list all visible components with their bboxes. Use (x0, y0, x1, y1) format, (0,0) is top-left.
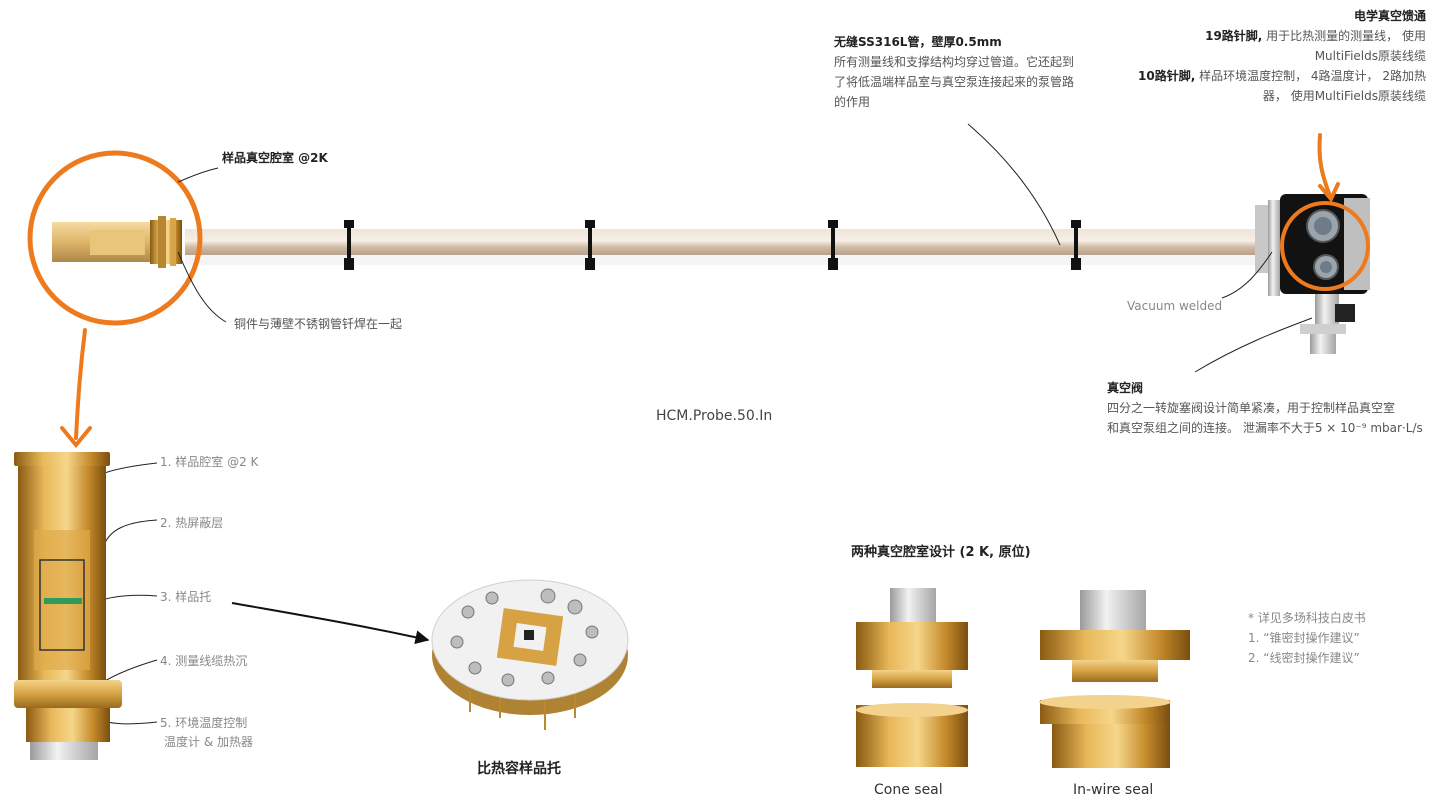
seal-title: 两种真空腔室设计 (2 K, 原位) (851, 545, 1031, 560)
probe-head-render (1255, 194, 1370, 354)
braze-label: 铜件与薄壁不锈钢管钎焊在一起 (234, 317, 403, 331)
cone-seal-render (856, 588, 968, 767)
tube-spacers (344, 220, 1081, 270)
cone-seal-label: Cone seal (874, 782, 943, 798)
feedthrough-line4: 器， 使用MultiFields原装线缆 (1262, 89, 1426, 103)
inwire-seal-label: In-wire seal (1073, 782, 1154, 798)
probe-tube (185, 229, 1265, 265)
chamber-highlight-circle (27, 150, 203, 326)
feedthrough-line2: MultiFields原装线缆 (1314, 49, 1426, 63)
tube-note-line3: 的作用 (834, 95, 871, 109)
holder-arrow (231, 602, 430, 645)
model-name: HCM.Probe.50.In (656, 408, 773, 424)
tube-note-title: 无缝SS316L管，壁厚0.5mm (834, 35, 1002, 49)
orange-arrow-down (60, 328, 92, 449)
part-1: 1. 样品腔室 @2 K (160, 455, 259, 469)
valve-line2: 和真空泵组之间的连接。 泄漏率不大于5 × 10⁻⁹ mbar·L/s (1107, 421, 1423, 435)
valve-line1: 四分之一转旋塞阀设计简单紧凑，用于控制样品真空室 (1107, 401, 1396, 415)
part-4: 4. 测量线缆热沉 (160, 654, 248, 668)
notes: * 详见多场科技白皮书 1. “锥密封操作建议” 2. “线密封操作建议” (1248, 608, 1366, 668)
part-5-sub: 温度计 & 加热器 (164, 735, 253, 749)
part-5: 5. 环境温度控制 (160, 716, 248, 730)
tube-note-line2: 了将低温端样品室与真空泵连接起来的泵管路 (834, 75, 1075, 89)
sample-chamber-render (52, 216, 182, 268)
feedthrough-line3: 10路针脚, 样品环境温度控制， 4路温度计， 2路加热 (1138, 69, 1426, 83)
tube-note-line1: 所有测量线和支撑结构均穿过管道。它还起到 (834, 55, 1075, 69)
feedthrough-block: 电学真空馈通 19路针脚, 用于比热测量的测量线， 使用 MultiFields… (1106, 6, 1426, 106)
note-2: 2. “线密封操作建议” (1248, 651, 1360, 665)
valve-block: 真空阀 四分之一转旋塞阀设计简单紧凑，用于控制样品真空室 和真空泵组之间的连接。… (1107, 378, 1433, 438)
feedthrough-highlight-circle (1280, 201, 1370, 291)
part-3: 3. 样品托 (160, 590, 212, 604)
note-0: * 详见多场科技白皮书 (1248, 611, 1366, 625)
chamber-cutaway-render (14, 452, 122, 760)
note-1: 1. “锥密封操作建议” (1248, 631, 1360, 645)
sample-holder-render (431, 579, 629, 730)
valve-title: 真空阀 (1107, 381, 1144, 395)
tube-note: 无缝SS316L管，壁厚0.5mm 所有测量线和支撑结构均穿过管道。它还起到 了… (834, 32, 1104, 112)
part-2: 2. 热屏蔽层 (160, 516, 224, 530)
holder-caption: 比热容样品托 (477, 761, 561, 777)
sample-chamber-label: 样品真空腔室 @2K (222, 151, 328, 165)
vacuum-welded-label: Vacuum welded (1127, 299, 1223, 313)
feedthrough-line1: 19路针脚, 用于比热测量的测量线， 使用 (1205, 29, 1426, 43)
inwire-seal-render (1039, 590, 1190, 768)
orange-arrow-feedthrough (1317, 133, 1340, 203)
feedthrough-title: 电学真空馈通 (1353, 9, 1426, 23)
